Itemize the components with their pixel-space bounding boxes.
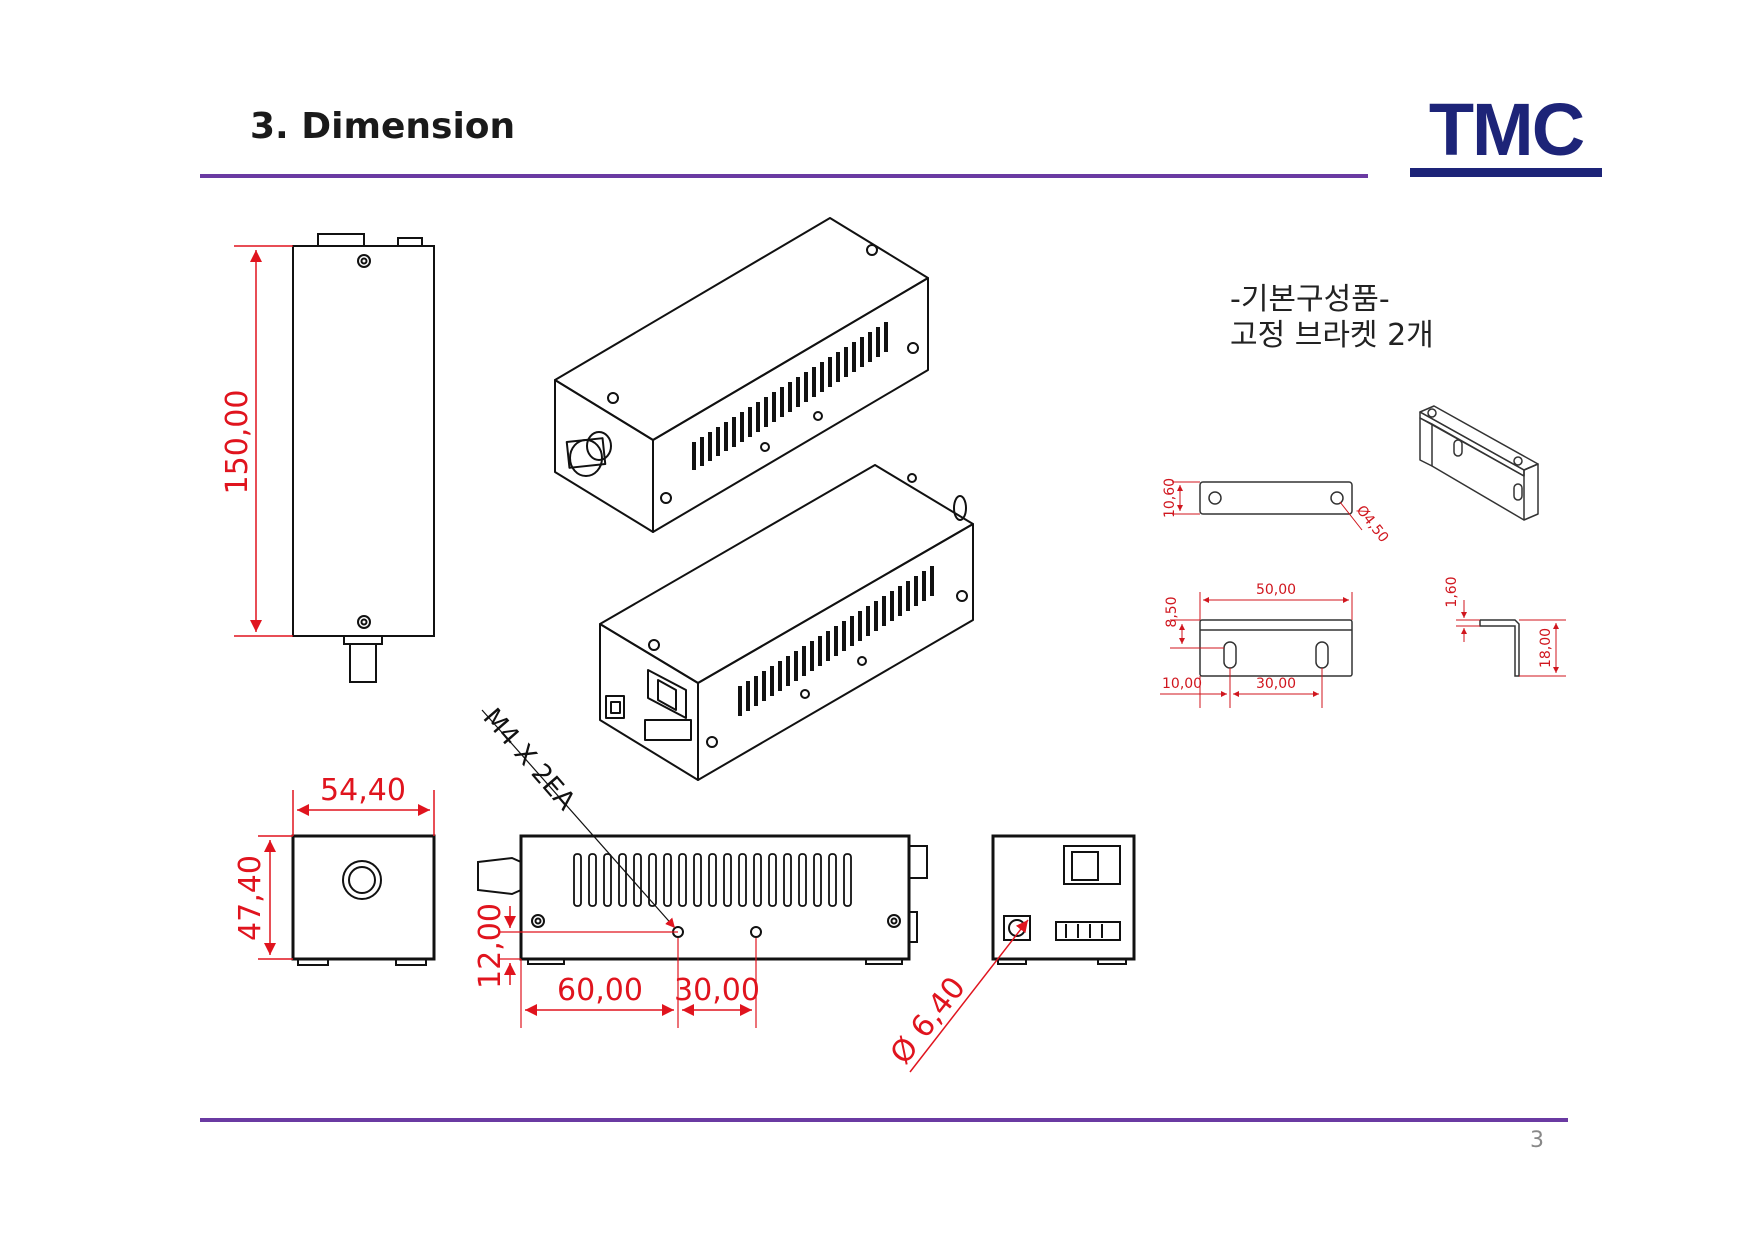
bracket-off: 10,00: [1162, 676, 1202, 692]
bracket-top-dims: 10,60 Ø4,50: [1162, 478, 1391, 546]
bracket-len: 50,00: [1256, 582, 1296, 598]
side-vents: [573, 853, 852, 907]
tmc-logo: TMC: [1410, 90, 1602, 180]
bracket-h2: 8,50: [1164, 596, 1180, 627]
dim-depth: 47,40: [233, 855, 268, 941]
kit-contents: -기본구성품- 고정 브라켓 2개: [1230, 282, 1434, 354]
rear-view: [991, 834, 1136, 965]
bracket-iso-view: [1419, 405, 1539, 521]
side-dimensions: M4 X 2EA 12,00 60,00 30,00: [473, 703, 760, 1028]
bracket-height: 18,00: [1538, 628, 1554, 668]
height-dimension: 150,00: [220, 245, 293, 637]
bracket-thick: 1,60: [1444, 576, 1460, 607]
side-view: [477, 834, 928, 965]
bracket-dia: Ø4,50: [1353, 503, 1392, 546]
iso-view-front: [554, 217, 929, 533]
bracket-spacing: 30,00: [1256, 676, 1296, 692]
front-view: [291, 834, 436, 966]
kit-item: 고정 브라켓 2개: [1230, 318, 1434, 353]
bracket-top-view: [1199, 481, 1353, 515]
dim-diameter: Ø 6,40: [884, 971, 973, 1071]
bracket-h1: 10,60: [1162, 478, 1178, 518]
bracket-side-dims: 1,60 18,00: [1444, 576, 1566, 677]
dim-screw: M4 X 2EA: [477, 703, 581, 816]
footer-rule: [200, 1118, 1568, 1122]
page-title: 3. Dimension: [250, 106, 516, 147]
header-rule: [200, 174, 1368, 178]
iso-vents-2: [738, 566, 934, 716]
logo-underline: [1410, 168, 1602, 177]
logo-text: TMC: [1428, 88, 1585, 171]
dim-150: 150,00: [220, 390, 255, 495]
front-dimensions: 54,40 47,40: [233, 773, 435, 960]
dim-hole-pos: 60,00: [557, 973, 643, 1008]
iso-vents-1: [692, 322, 888, 470]
bracket-front-dims: 50,00 8,50 10,00 30,00: [1160, 582, 1353, 708]
dim-offset: 12,00: [473, 903, 508, 989]
bracket-side-view: [1479, 619, 1520, 677]
dim-width: 54,40: [320, 773, 406, 808]
kit-heading: -기본구성품-: [1230, 282, 1390, 317]
dim-hole-spacing: 30,00: [674, 973, 760, 1008]
top-view: [292, 233, 435, 683]
page-number: 3: [1530, 1128, 1544, 1153]
iso-view-back: [599, 464, 974, 781]
rear-dimensions: Ø 6,40: [884, 919, 1029, 1073]
